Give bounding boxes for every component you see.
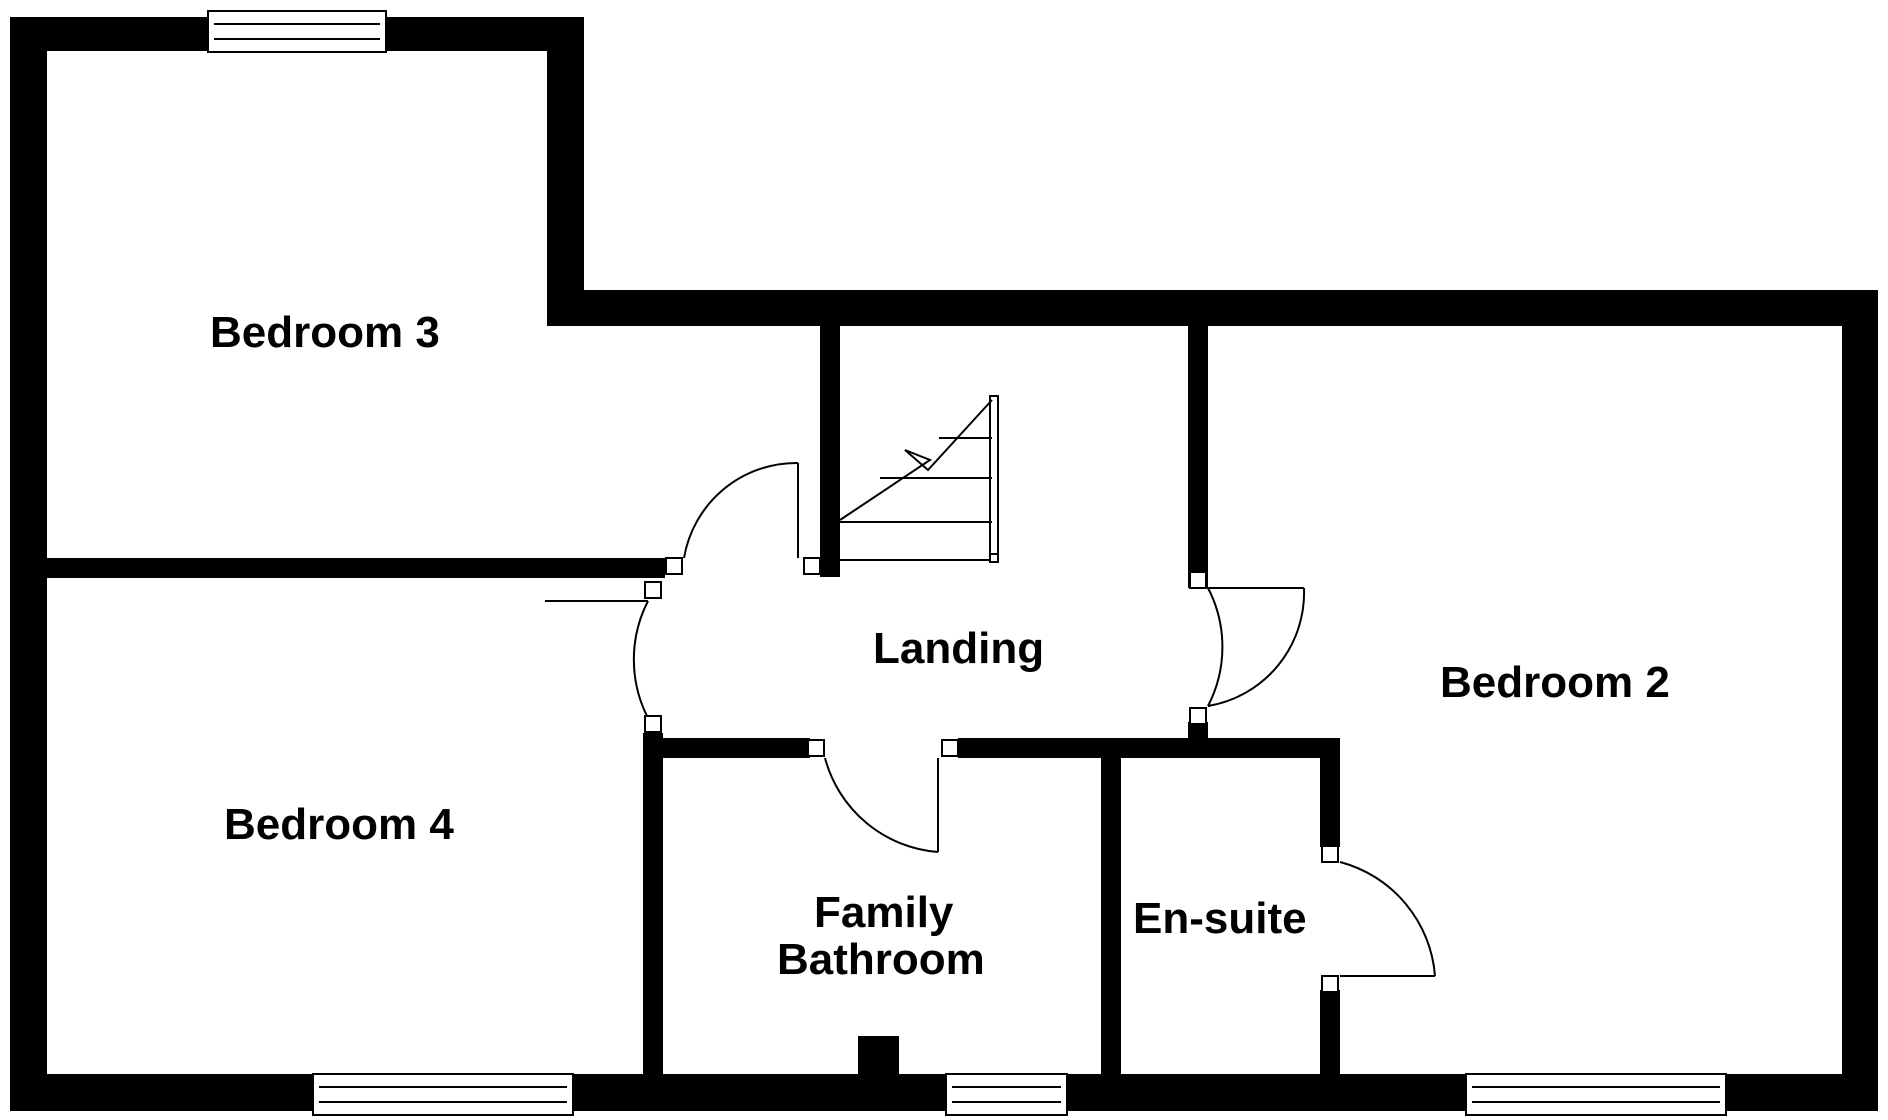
wall-bedroom2-stub <box>1188 722 1208 742</box>
staircase-symbol <box>839 395 999 563</box>
wall-landing-bottom-right <box>958 738 1340 758</box>
windows <box>207 10 1727 1116</box>
room-label-bedroom-3: Bedroom 3 <box>210 308 440 357</box>
door-bathroom <box>807 739 959 853</box>
wall-bedroom3-bedroom4 <box>47 558 665 578</box>
window-family-bathroom <box>945 1073 1068 1116</box>
wall-bathroom-left <box>643 733 663 1074</box>
wall-ensuite-right-lower <box>1320 990 1340 1074</box>
outer-wall-step-vertical <box>547 17 584 326</box>
window-bedroom3 <box>207 10 387 53</box>
room-label-bedroom-2: Bedroom 2 <box>1440 658 1670 707</box>
room-label-landing: Landing <box>873 624 1045 673</box>
wall-landing-bottom-left <box>643 738 810 758</box>
room-label-family-bathroom-line2: Bathroom <box>777 935 985 984</box>
window-bedroom2 <box>1465 1073 1727 1116</box>
wall-bathroom-ensuite <box>1101 738 1121 1074</box>
door-bedroom4 <box>545 581 662 733</box>
chimney-stub <box>858 1036 899 1074</box>
door-ensuite <box>1321 845 1436 993</box>
wall-ensuite-right-upper <box>1320 738 1340 847</box>
door-bedroom3 <box>665 461 821 575</box>
door-bedroom2 <box>1189 571 1306 725</box>
doors <box>545 461 1436 993</box>
outer-wall-left <box>10 17 47 1111</box>
room-label-en-suite: En-suite <box>1133 894 1307 943</box>
outer-wall-right <box>1842 290 1878 1111</box>
room-label-family-bathroom-line1: Family <box>814 888 954 937</box>
room-label-bedroom-4: Bedroom 4 <box>224 800 454 849</box>
wall-landing-left-vertical <box>820 326 840 577</box>
wall-landing-right-vertical <box>1188 326 1208 588</box>
outer-wall-top-right <box>547 290 1878 326</box>
window-bedroom4 <box>312 1073 574 1116</box>
